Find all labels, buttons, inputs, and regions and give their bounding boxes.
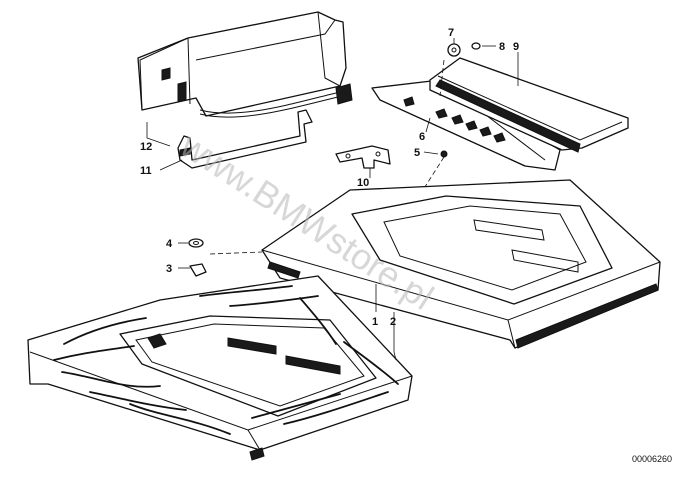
switch-panel-part-6	[371, 79, 561, 171]
clip-part-3	[189, 251, 263, 277]
callout-7: 7	[448, 27, 454, 39]
console-trim-part-2	[27, 275, 413, 461]
leader-lines	[146, 38, 519, 361]
callout-9: 9	[513, 41, 519, 53]
callout-12: 12	[140, 141, 152, 153]
callout-8: 8	[499, 41, 505, 53]
callout-2: 2	[390, 316, 396, 328]
nut-part-8	[471, 42, 481, 50]
bracket-part-10	[335, 145, 391, 169]
callout-3: 3	[166, 263, 172, 275]
washer-part-4	[188, 238, 204, 248]
callout-5: 5	[414, 147, 420, 159]
callout-4: 4	[166, 238, 173, 250]
washer-part-7	[447, 43, 461, 57]
callout-10: 10	[357, 177, 369, 189]
console-body-part-1	[261, 179, 661, 349]
document-number: 00006260	[632, 454, 672, 464]
cover-plate-part-9	[429, 57, 629, 153]
callout-1: 1	[372, 316, 378, 328]
storage-tray-part-12	[137, 11, 353, 118]
callout-11: 11	[140, 165, 152, 177]
bracket-part-11	[177, 109, 313, 169]
callout-6: 6	[419, 131, 425, 143]
